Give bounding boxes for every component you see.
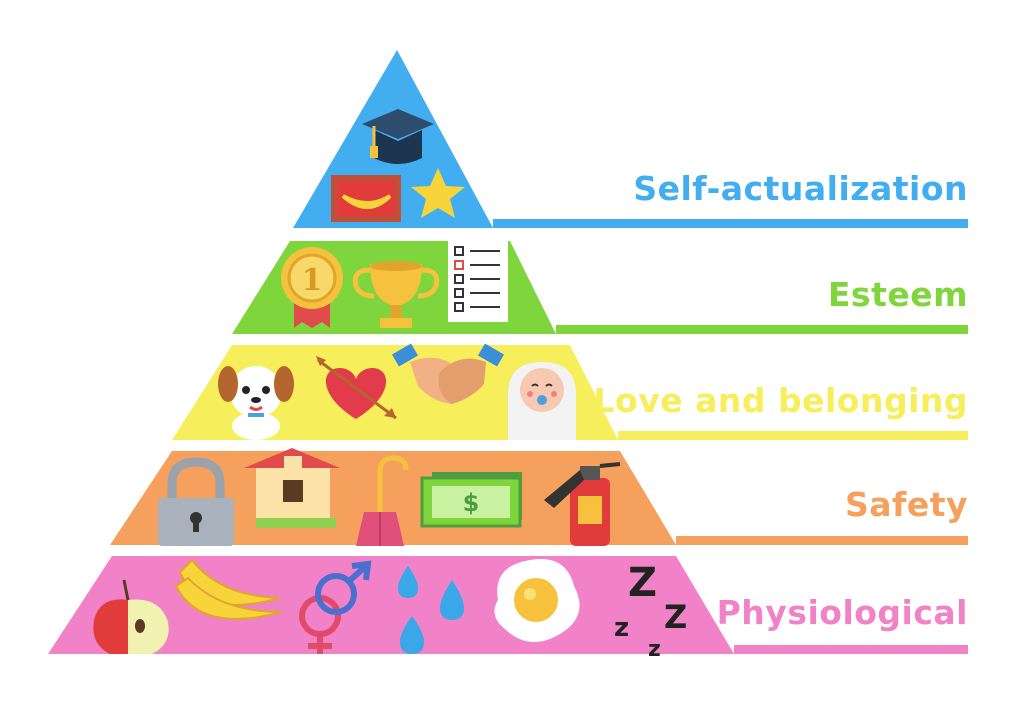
baby-icon (508, 362, 576, 440)
svg-text:Z: Z (628, 560, 657, 606)
svg-text:z: z (648, 637, 661, 662)
level-esteem: 1 (232, 240, 968, 334)
svg-text:Z: Z (664, 598, 687, 636)
label-love-and-belonging: Love and belonging (593, 381, 968, 420)
level-underline-esteem (556, 325, 968, 334)
padlock-icon (158, 457, 234, 546)
svg-text:z: z (614, 613, 629, 643)
dog-icon (218, 366, 294, 440)
handshake-icon (391, 343, 505, 404)
svg-text:1: 1 (302, 263, 323, 298)
bananas-icon (174, 558, 283, 620)
heart-arrow-icon (316, 356, 397, 420)
fried-egg-icon (494, 559, 580, 643)
label-safety: Safety (844, 485, 968, 524)
sleep-z-icon: Z Z z z (614, 560, 687, 662)
level-self-actualization (293, 50, 968, 228)
star-icon (411, 168, 465, 218)
banana-painting-icon (331, 175, 401, 222)
level-underline-safety (676, 536, 968, 545)
level-underline-physiological (734, 645, 968, 654)
label-esteem: Esteem (827, 275, 968, 314)
level-underline-love (618, 431, 968, 440)
water-drops-icon (398, 566, 464, 654)
level-safety: $ (110, 448, 968, 546)
money-icon: $ (420, 472, 522, 528)
trophy-icon (352, 261, 440, 328)
level-underline-self-actualization (493, 219, 968, 228)
gender-symbols-icon (299, 560, 372, 654)
label-self-actualization: Self-actualization (633, 169, 968, 208)
level-band-safety (110, 451, 676, 545)
svg-text:$: $ (463, 489, 480, 517)
medal-icon: 1 (281, 247, 343, 328)
house-icon (244, 448, 340, 528)
graduation-cap-icon (362, 109, 434, 164)
label-physiological: Physiological (716, 593, 968, 632)
umbrella-icon (356, 455, 409, 546)
apple-icon (93, 579, 169, 654)
level-physiological: Z Z z z (48, 556, 968, 662)
level-love-and-belonging (172, 343, 968, 440)
checklist-icon (448, 240, 508, 322)
fire-extinguisher-icon (544, 462, 621, 546)
